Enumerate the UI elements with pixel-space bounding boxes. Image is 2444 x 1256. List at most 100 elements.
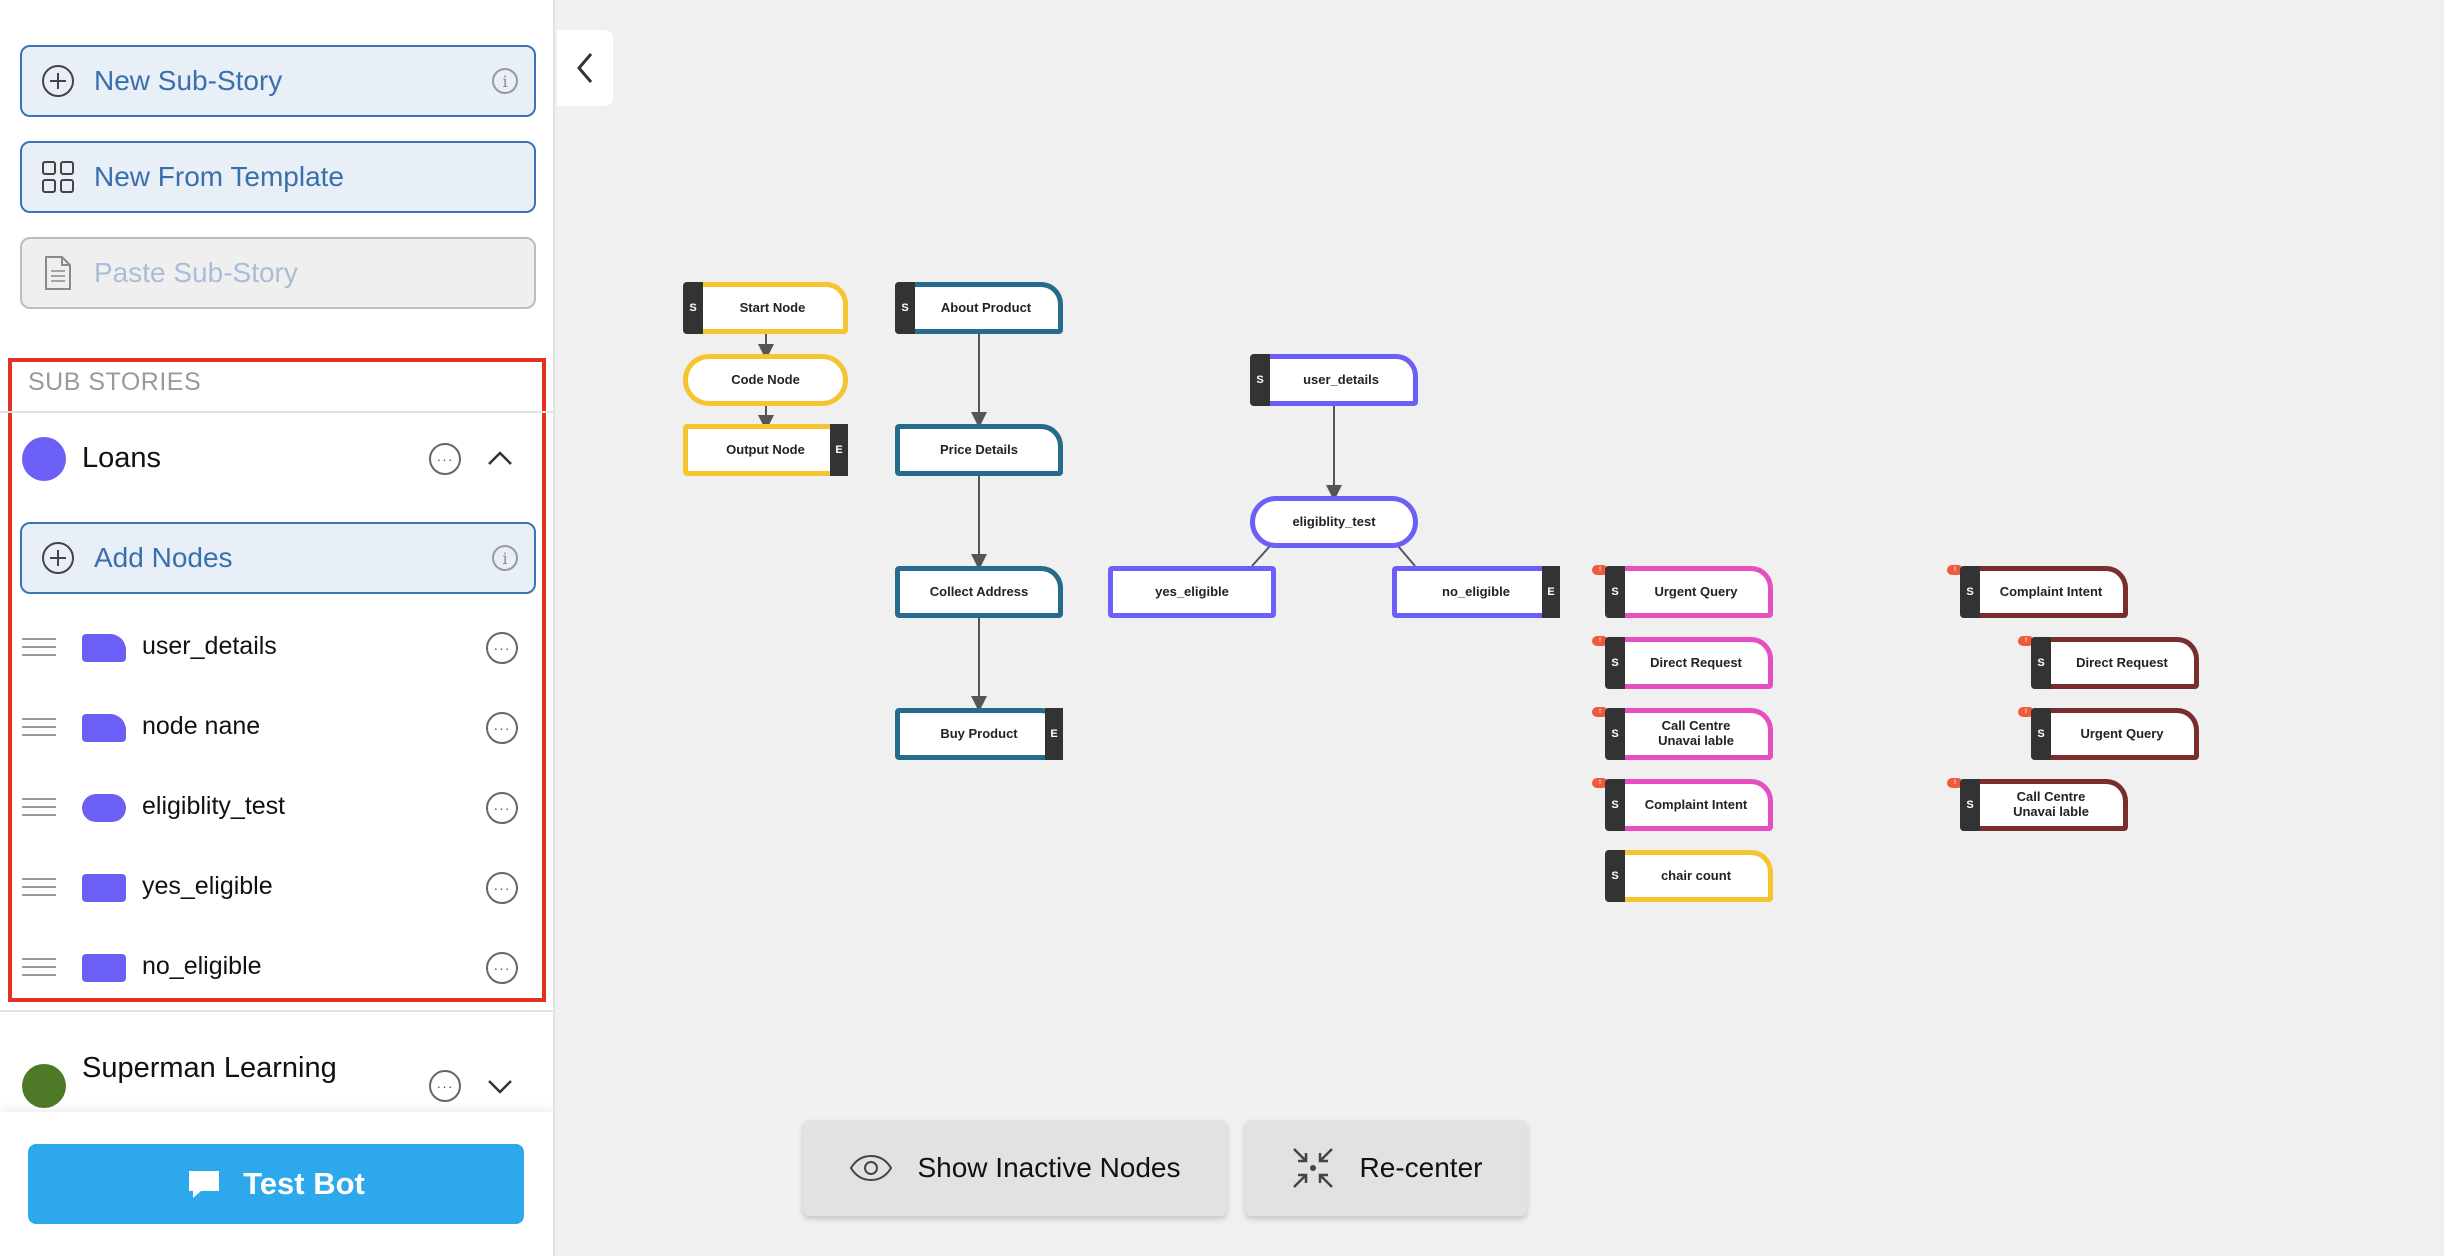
drag-handle-icon[interactable]: [22, 718, 56, 736]
flow-node-call-centre-2[interactable]: ! S Call Centre Unavai lable: [1947, 778, 2128, 831]
flow-node-direct-request[interactable]: ! S Direct Request: [1592, 636, 1773, 689]
chevron-up-icon[interactable]: [485, 444, 515, 474]
flow-node-label: Call Centre Unavai lable: [1658, 718, 1734, 748]
flow-node-label: Start Node: [739, 299, 806, 315]
flow-node-label: Price Details: [939, 441, 1019, 457]
end-badge: E: [1045, 708, 1063, 760]
flow-node-eligiblity-test[interactable]: eligiblity_test: [1250, 496, 1418, 548]
flow-node-direct-request-2[interactable]: ! S Direct Request: [2018, 636, 2199, 689]
warning-badge-icon: !: [2018, 636, 2034, 646]
chat-bubble-icon: [189, 1171, 220, 1198]
flow-node-label: About Product: [940, 299, 1032, 315]
flow-node-output[interactable]: Output Node E: [683, 424, 848, 476]
more-options-icon[interactable]: ···: [486, 952, 518, 984]
story-color-dot: [22, 1064, 66, 1108]
flow-node-label: Urgent Query: [2080, 725, 2164, 741]
pill-node-shape-icon: [82, 794, 126, 822]
rect-node-shape-icon: [82, 954, 126, 982]
more-options-icon[interactable]: ···: [486, 872, 518, 904]
node-label: user_details: [142, 632, 277, 660]
flow-node-label: yes_eligible: [1155, 583, 1229, 599]
info-icon[interactable]: i: [492, 545, 518, 571]
rect-node-shape-icon: [82, 874, 126, 902]
more-options-icon[interactable]: ···: [486, 632, 518, 664]
start-badge: S: [683, 282, 703, 334]
flow-node-urgent-query-2[interactable]: ! S Urgent Query: [2018, 707, 2199, 760]
show-inactive-nodes-button[interactable]: Show Inactive Nodes: [803, 1120, 1227, 1216]
story-color-dot: [22, 437, 66, 481]
plus-circle-icon: [40, 540, 76, 576]
paste-substory-label: Paste Sub-Story: [94, 257, 298, 288]
start-node-shape-icon: [82, 714, 126, 742]
flow-node-complaint-intent[interactable]: ! S Complaint Intent: [1592, 778, 1773, 831]
node-label: node nane: [142, 712, 261, 740]
drag-handle-icon[interactable]: [22, 798, 56, 816]
drag-handle-icon[interactable]: [22, 638, 56, 656]
new-substory-label: New Sub-Story: [94, 65, 283, 96]
node-row-node-nane[interactable]: node nane ···: [0, 688, 553, 768]
flow-node-label: Code Node: [731, 371, 800, 387]
more-options-icon[interactable]: ···: [429, 1070, 461, 1102]
flow-node-call-centre[interactable]: ! S Call Centre Unavai lable: [1592, 707, 1773, 760]
flow-node-label: Direct Request: [1650, 654, 1742, 670]
start-badge: S: [2031, 637, 2051, 689]
chevron-down-icon[interactable]: [485, 1071, 515, 1101]
add-nodes-button[interactable]: Add Nodes i: [20, 522, 536, 594]
node-row-user-details[interactable]: user_details ···: [0, 608, 553, 688]
flow-node-urgent-query[interactable]: ! S Urgent Query: [1592, 565, 1773, 618]
new-substory-button[interactable]: New Sub-Story i: [20, 45, 536, 117]
recenter-button[interactable]: Re-center: [1245, 1120, 1527, 1216]
test-bot-label: Test Bot: [243, 1166, 365, 1201]
collapse-sidebar-button[interactable]: [557, 30, 613, 106]
flow-node-code[interactable]: Code Node: [683, 354, 848, 406]
story-loans[interactable]: Loans ···: [0, 424, 553, 494]
new-from-template-label: New From Template: [94, 161, 345, 192]
warning-badge-icon: !: [1947, 565, 1963, 575]
flow-node-collect-address[interactable]: Collect Address: [895, 566, 1063, 618]
flow-node-label: Complaint Intent: [1999, 583, 2103, 599]
sub-stories-header: SUB STORIES: [28, 368, 202, 396]
story-name: Loans: [82, 442, 162, 474]
flow-node-start[interactable]: S Start Node: [683, 282, 848, 334]
sub-stories-highlight: [8, 358, 546, 1002]
flow-node-complaint-intent-2[interactable]: ! S Complaint Intent: [1947, 565, 2128, 618]
node-row-eligiblity-test[interactable]: eligiblity_test ···: [0, 768, 553, 848]
flow-node-price-details[interactable]: Price Details: [895, 424, 1063, 476]
recenter-icon: [1292, 1148, 1333, 1188]
test-bot-area: Test Bot: [0, 1112, 553, 1256]
new-from-template-button[interactable]: New From Template: [20, 141, 536, 213]
node-row-yes-eligible[interactable]: yes_eligible ···: [0, 848, 553, 928]
divider: [0, 411, 553, 413]
start-badge: S: [2031, 708, 2051, 760]
start-badge: S: [1960, 566, 1980, 618]
warning-badge-icon: !: [1592, 707, 1608, 717]
flow-node-chair-count[interactable]: S chair count: [1605, 850, 1773, 902]
more-options-icon[interactable]: ···: [486, 712, 518, 744]
flow-node-label: chair count: [1660, 867, 1732, 883]
node-label: eligiblity_test: [142, 792, 286, 820]
flow-node-label: Buy Product: [940, 725, 1018, 741]
flow-node-yes-eligible[interactable]: yes_eligible: [1108, 566, 1276, 618]
more-options-icon[interactable]: ···: [486, 792, 518, 824]
end-badge: E: [830, 424, 848, 476]
node-label: yes_eligible: [142, 872, 273, 900]
grid-icon: [40, 159, 76, 195]
drag-handle-icon[interactable]: [22, 878, 56, 896]
start-node-shape-icon: [82, 634, 126, 662]
warning-badge-icon: !: [1592, 565, 1608, 575]
drag-handle-icon[interactable]: [22, 958, 56, 976]
flow-node-about-product[interactable]: S About Product: [895, 282, 1063, 334]
node-row-no-eligible[interactable]: no_eligible ···: [0, 928, 553, 1008]
test-bot-button[interactable]: Test Bot: [28, 1144, 524, 1224]
flow-node-label: Complaint Intent: [1644, 796, 1748, 812]
flow-node-buy-product[interactable]: Buy Product E: [895, 708, 1063, 760]
eye-icon: [850, 1154, 893, 1182]
flow-node-no-eligible[interactable]: no_eligible E: [1392, 566, 1560, 618]
paste-substory-button[interactable]: Paste Sub-Story: [20, 237, 536, 309]
flow-node-user-details[interactable]: S user_details: [1250, 354, 1418, 406]
info-icon[interactable]: i: [492, 68, 518, 94]
warning-badge-icon: !: [1947, 778, 1963, 788]
more-options-icon[interactable]: ···: [429, 443, 461, 475]
warning-badge-icon: !: [1592, 778, 1608, 788]
